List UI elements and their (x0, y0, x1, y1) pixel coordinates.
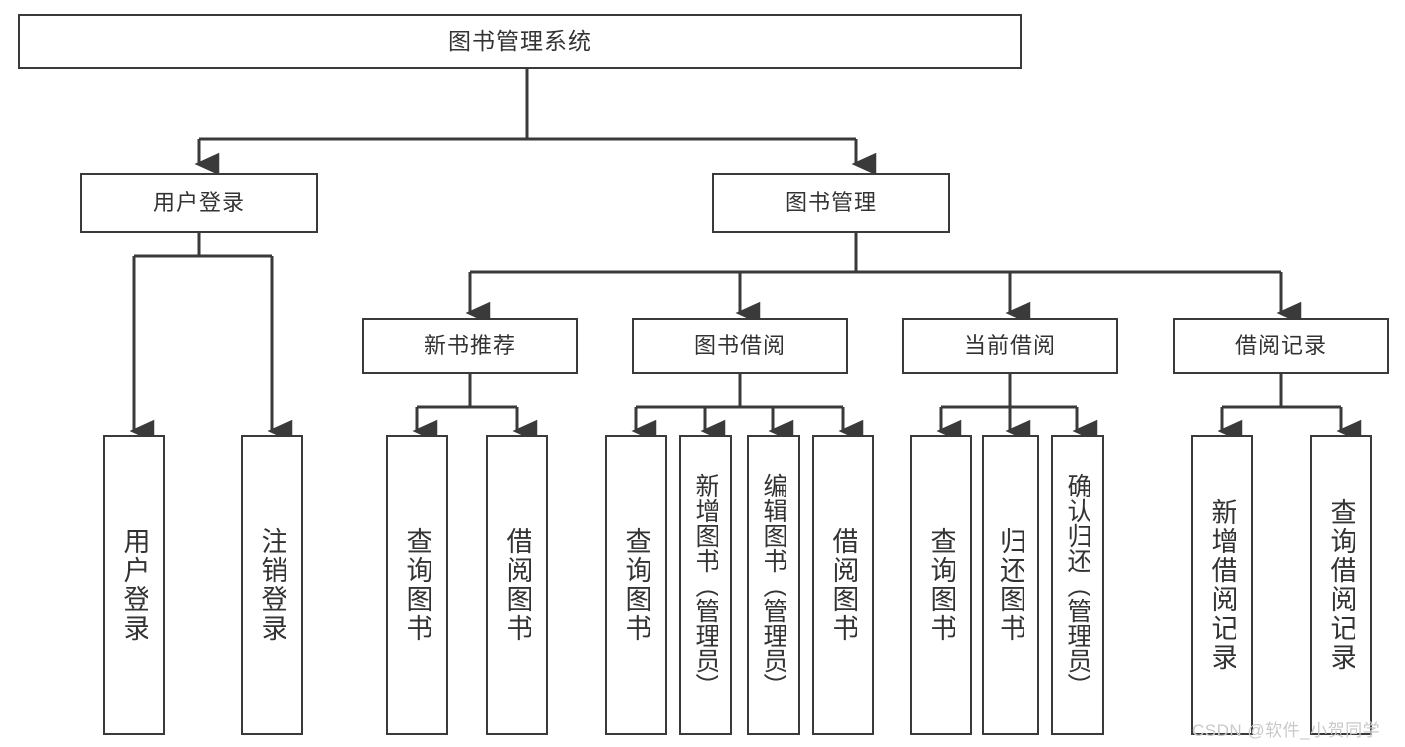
node-label: 归还图书 (997, 527, 1024, 643)
node-label: 用户登录 (120, 527, 148, 643)
leaf-edit-book[interactable]: 编辑图书（管理员） (747, 435, 800, 735)
leaf-logout[interactable]: 注销登录 (241, 435, 303, 735)
leaf-add-book[interactable]: 新增图书（管理员） (679, 435, 732, 735)
node-label: 借阅记录 (1234, 333, 1327, 359)
node-label: 借阅图书 (829, 527, 857, 643)
node-label: 查询借阅记录 (1327, 498, 1355, 672)
node-label: 确认归还（管理员） (1065, 472, 1090, 698)
node-label: 新书推荐 (423, 333, 516, 359)
leaf-query-book-2[interactable]: 查询图书 (605, 435, 667, 735)
node-book-management[interactable]: 图书管理 (712, 173, 950, 233)
leaf-borrow-book-1[interactable]: 借阅图书 (486, 435, 548, 735)
node-label: 新增借阅记录 (1208, 498, 1236, 672)
node-user-login[interactable]: 用户登录 (80, 173, 318, 233)
leaf-user-login[interactable]: 用户登录 (103, 435, 165, 735)
node-label: 借阅图书 (503, 527, 531, 643)
node-label: 当前借阅 (963, 333, 1056, 359)
leaf-return-book[interactable]: 归还图书 (982, 435, 1039, 735)
csdn-watermark: CSDN @软件_小贺同学 (1192, 721, 1381, 740)
node-label: 新增图书（管理员） (693, 472, 718, 698)
leaf-confirm-return[interactable]: 确认归还（管理员） (1051, 435, 1104, 735)
node-label: 用户登录 (152, 190, 245, 216)
node-label: 查询图书 (403, 527, 431, 643)
node-label: 图书借阅 (693, 333, 786, 359)
node-label: 图书管理系统 (448, 28, 592, 55)
node-label: 图书管理 (784, 190, 877, 216)
leaf-add-record[interactable]: 新增借阅记录 (1191, 435, 1253, 735)
node-borrow-record[interactable]: 借阅记录 (1173, 318, 1389, 374)
node-label: 编辑图书（管理员） (761, 472, 786, 698)
node-label: 查询图书 (622, 527, 650, 643)
leaf-query-record[interactable]: 查询借阅记录 (1310, 435, 1372, 735)
node-label: 查询图书 (927, 527, 955, 643)
node-label: 注销登录 (258, 527, 286, 643)
node-new-book-recommend[interactable]: 新书推荐 (362, 318, 578, 374)
leaf-borrow-book-2[interactable]: 借阅图书 (812, 435, 874, 735)
leaf-query-book-1[interactable]: 查询图书 (386, 435, 448, 735)
leaf-query-book-3[interactable]: 查询图书 (910, 435, 972, 735)
node-root-system[interactable]: 图书管理系统 (18, 14, 1022, 69)
node-current-borrow[interactable]: 当前借阅 (902, 318, 1118, 374)
node-book-borrow[interactable]: 图书借阅 (632, 318, 848, 374)
